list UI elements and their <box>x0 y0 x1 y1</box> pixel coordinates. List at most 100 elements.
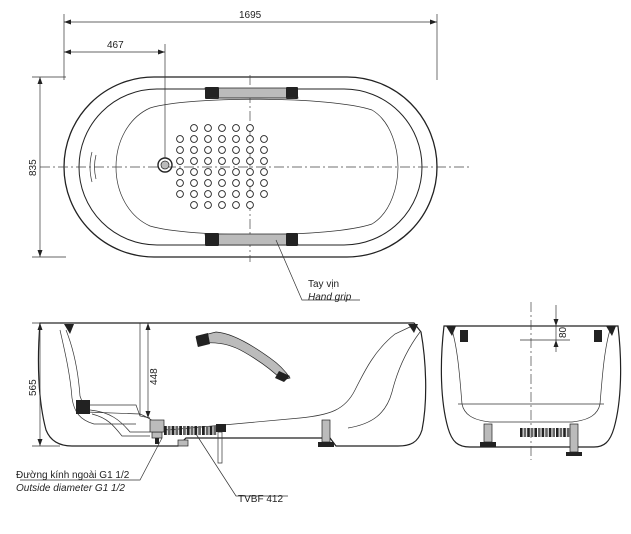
anti-slip-dot <box>218 190 226 198</box>
anti-slip-dot <box>232 168 240 176</box>
anti-slip-dot <box>204 168 212 176</box>
hand-grip-label-en: Hand grip <box>308 292 352 303</box>
anti-slip-dot <box>176 157 184 165</box>
anti-slip-dot <box>246 157 254 165</box>
anti-slip-dot <box>232 146 240 154</box>
hose-segment <box>559 428 563 437</box>
anti-slip-dot <box>190 146 198 154</box>
leveling-foot-icon <box>318 419 334 447</box>
outside-diameter-leader <box>20 437 163 481</box>
hose-segment <box>175 426 179 435</box>
anti-slip-dot <box>218 124 226 132</box>
hand-grip-icon <box>204 87 299 99</box>
hose-segment <box>545 428 548 437</box>
hose-segment <box>213 426 217 435</box>
hose-segment <box>194 426 198 435</box>
anti-slip-dot <box>218 179 226 187</box>
end-view: 80 <box>440 302 622 460</box>
anti-slip-dot <box>232 124 240 132</box>
hose-segment <box>523 428 527 437</box>
anti-slip-dot <box>246 135 254 143</box>
anti-slip-dot <box>246 146 254 154</box>
anti-slip-dot <box>218 201 226 209</box>
hose-segment <box>534 428 537 437</box>
side-inner-shell <box>65 325 413 431</box>
hose-segment <box>548 428 552 437</box>
anti-slip-dot <box>204 190 212 198</box>
hose-segment <box>538 428 541 437</box>
anti-slip-dot <box>246 179 254 187</box>
anti-slip-dot <box>218 157 226 165</box>
hose-segment <box>563 428 566 437</box>
anti-slip-dot <box>260 135 268 143</box>
hose-segment <box>205 426 209 435</box>
drain-model-label: TVBF 412 <box>238 494 283 505</box>
anti-slip-dot <box>190 168 198 176</box>
anti-slip-dot <box>218 146 226 154</box>
anti-slip-dot <box>204 157 212 165</box>
hand-grip-leader <box>275 239 360 301</box>
top-view: Tay vịn Hand grip 1695 467 835 <box>28 10 470 303</box>
anti-slip-dot <box>246 124 254 132</box>
anti-slip-dot <box>176 168 184 176</box>
hose-segment <box>527 428 530 437</box>
end-outer-outline <box>440 325 622 448</box>
hose-segment <box>541 428 545 437</box>
anti-slip-dot <box>176 179 184 187</box>
hose-segment <box>190 426 194 435</box>
anti-slip-dot <box>190 190 198 198</box>
hose-segment <box>566 428 570 437</box>
anti-slip-dot <box>260 179 268 187</box>
hose-segment <box>556 428 559 437</box>
dimension-inner-depth: 448 <box>149 368 160 385</box>
anti-slip-dot <box>218 168 226 176</box>
hose-segment <box>209 426 213 435</box>
anti-slip-dot <box>204 201 212 209</box>
anti-slip-dot <box>204 179 212 187</box>
hose-segment <box>186 426 190 435</box>
anti-slip-dot <box>246 201 254 209</box>
drain-model-leader <box>195 433 288 497</box>
leveling-foot-icon <box>480 423 496 447</box>
hand-grip-icon <box>204 233 299 246</box>
anti-slip-dot <box>232 179 240 187</box>
anti-slip-dot <box>204 124 212 132</box>
hose-segment <box>198 426 201 435</box>
anti-slip-dot <box>246 190 254 198</box>
hose-segment <box>171 426 175 435</box>
anti-slip-dot <box>176 146 184 154</box>
dimension-drain-offset: 467 <box>107 40 124 51</box>
anti-slip-dot <box>246 168 254 176</box>
anti-slip-dot <box>260 146 268 154</box>
dimension-rim-height: 80 <box>558 326 569 338</box>
hand-grip-icon <box>195 331 291 382</box>
hose-segment <box>179 426 182 435</box>
anti-slip-dot <box>218 135 226 143</box>
outside-diameter-label-vi: Đường kính ngoài G1 1/2 <box>16 470 130 481</box>
anti-slip-dot <box>232 190 240 198</box>
hose-segment <box>520 428 523 437</box>
anti-slip-dot <box>232 201 240 209</box>
anti-slip-dot <box>190 135 198 143</box>
anti-slip-dot <box>260 157 268 165</box>
anti-slip-dot-grid <box>176 124 268 209</box>
anti-slip-dot <box>190 124 198 132</box>
anti-slip-dot <box>204 146 212 154</box>
hose-segment <box>552 428 555 437</box>
side-view: 448 565 Đường kính ngoài G1 1/2 Outside … <box>16 322 427 505</box>
hose-segment <box>202 426 205 435</box>
hose-segment <box>167 426 171 435</box>
dimension-overall-length: 1695 <box>239 10 262 21</box>
anti-slip-dot <box>204 135 212 143</box>
anti-slip-dot <box>232 135 240 143</box>
hand-grip-label-vi: Tay vịn <box>308 279 339 290</box>
flexible-hose-icon <box>164 426 217 435</box>
hose-segment <box>183 426 186 435</box>
anti-slip-dot <box>190 201 198 209</box>
anti-slip-dot <box>260 190 268 198</box>
hose-segment <box>164 426 167 435</box>
anti-slip-dot <box>176 135 184 143</box>
flexible-hose-icon <box>520 428 570 437</box>
anti-slip-dot <box>260 168 268 176</box>
